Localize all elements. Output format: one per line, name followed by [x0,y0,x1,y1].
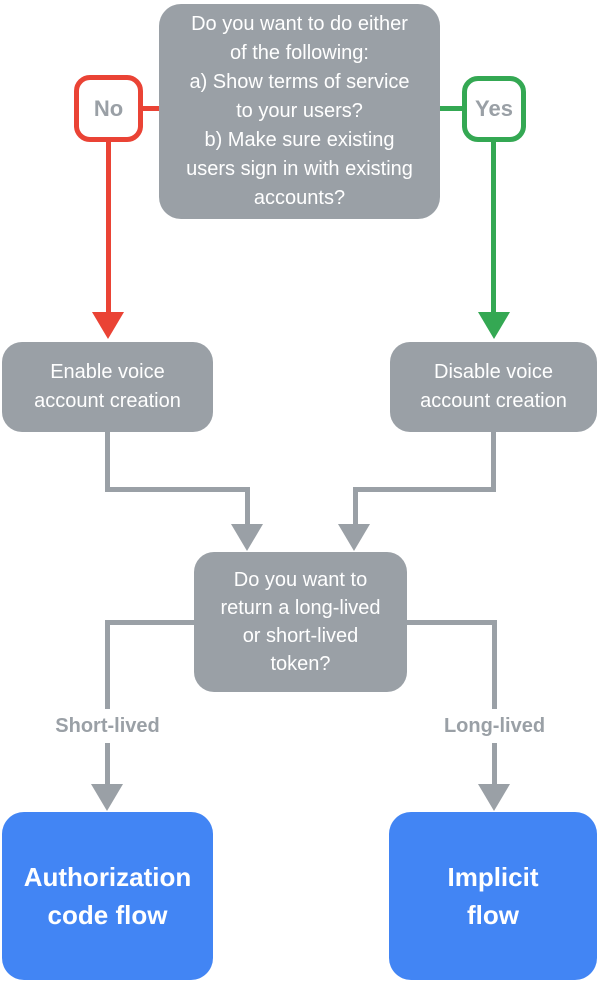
merge-right-arrowhead-icon [338,524,370,551]
enable-to-merge-vertical-connector [105,432,110,492]
short-lived-horizontal-connector [105,620,194,625]
short-lived-arrowhead-icon [91,784,123,811]
no-branch-vertical-connector [106,140,111,312]
authorization-code-flow-node: Authorization code flow [2,812,213,980]
enable-voice-account-creation-node: Enable voice account creation [2,342,213,432]
disable-to-merge-horizontal-connector [353,487,496,492]
long-lived-arrowhead-icon [478,784,510,811]
merge-right-vertical-connector [353,487,358,525]
short-lived-path-label: Short-lived [23,709,192,743]
enable-to-merge-horizontal-connector [105,487,250,492]
yes-branch-vertical-connector [491,140,496,312]
long-lived-horizontal-connector [407,620,497,625]
implicit-flow-node: Implicit flow [389,812,597,980]
yes-branch-horizontal-connector [440,106,465,111]
disable-voice-account-creation-node: Disable voice account creation [390,342,597,432]
no-branch-horizontal-connector [140,106,162,111]
long-lived-path-label: Long-lived [411,709,578,743]
disable-to-merge-vertical-connector [491,432,496,492]
no-branch-badge: No [74,75,143,142]
token-lifetime-question-node: Do you want to return a long-lived or sh… [194,552,407,692]
short-lived-vertical-connector [105,620,110,785]
no-branch-arrowhead-icon [92,312,124,339]
root-question-node: Do you want to do either of the followin… [159,4,440,219]
merge-left-vertical-connector [245,487,250,525]
merge-left-arrowhead-icon [231,524,263,551]
yes-branch-arrowhead-icon [478,312,510,339]
yes-branch-badge: Yes [462,76,526,142]
long-lived-vertical-connector [492,620,497,785]
